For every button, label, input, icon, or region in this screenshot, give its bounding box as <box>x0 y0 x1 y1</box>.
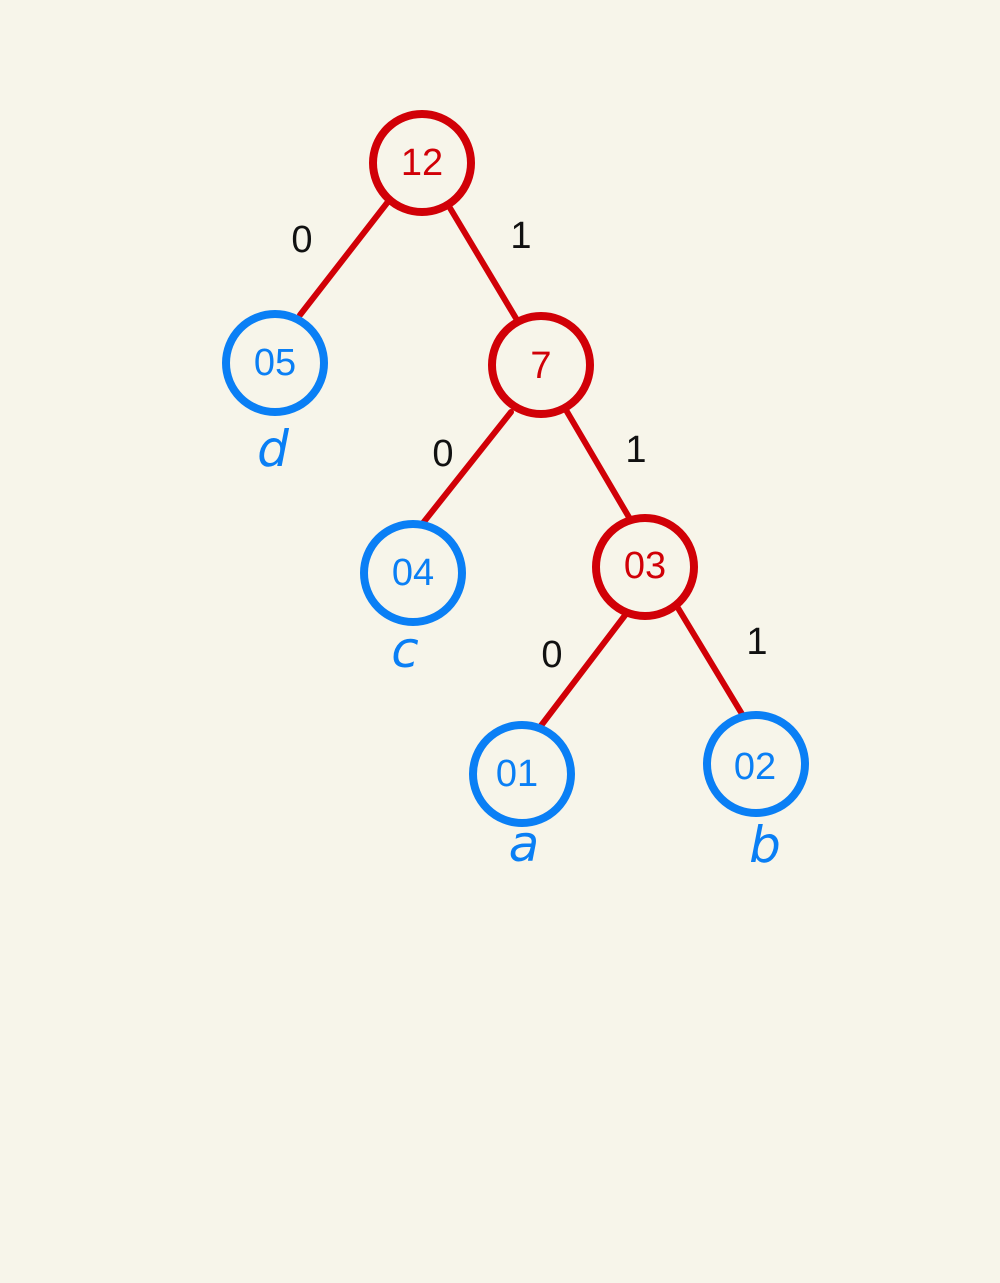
node-7-value: 7 <box>530 345 551 387</box>
node-root-value: 12 <box>401 142 443 184</box>
edge-label-03-to-a: 0 <box>541 634 562 676</box>
node-root: 12 <box>369 110 475 216</box>
node-7: 7 <box>488 312 594 418</box>
edge-7-to-03 <box>563 407 633 522</box>
leaf-b-symbol: b <box>749 816 781 874</box>
edge-7-to-c <box>420 409 514 526</box>
leaf-node-b: 02 b <box>703 711 809 874</box>
leaf-b-value: 02 <box>734 746 776 788</box>
leaf-a-symbol: a <box>509 815 540 873</box>
node-03-value: 03 <box>624 545 666 587</box>
edge-label-root-to-d: 0 <box>291 219 312 261</box>
edge-root-to-d <box>297 200 390 318</box>
leaf-node-c: 04 c <box>360 520 466 679</box>
leaf-d-value: 05 <box>254 342 296 384</box>
edge-03-to-a <box>537 611 629 730</box>
leaf-c-value: 04 <box>392 552 434 594</box>
edge-label-7-to-03: 1 <box>625 429 646 471</box>
edge-label-root-to-7: 1 <box>510 215 531 257</box>
node-03: 03 <box>592 514 698 620</box>
edge-label-7-to-c: 0 <box>432 433 453 475</box>
leaf-a-value: 01 <box>496 753 538 795</box>
edge-03-to-b <box>675 605 745 717</box>
leaf-node-a: 01 a <box>469 721 575 873</box>
leaf-node-d: 05 d <box>222 310 328 478</box>
leaf-c-symbol: c <box>391 621 419 679</box>
edge-root-to-7 <box>447 205 520 323</box>
edge-label-03-to-b: 1 <box>746 621 767 663</box>
leaf-d-symbol: d <box>257 420 289 478</box>
